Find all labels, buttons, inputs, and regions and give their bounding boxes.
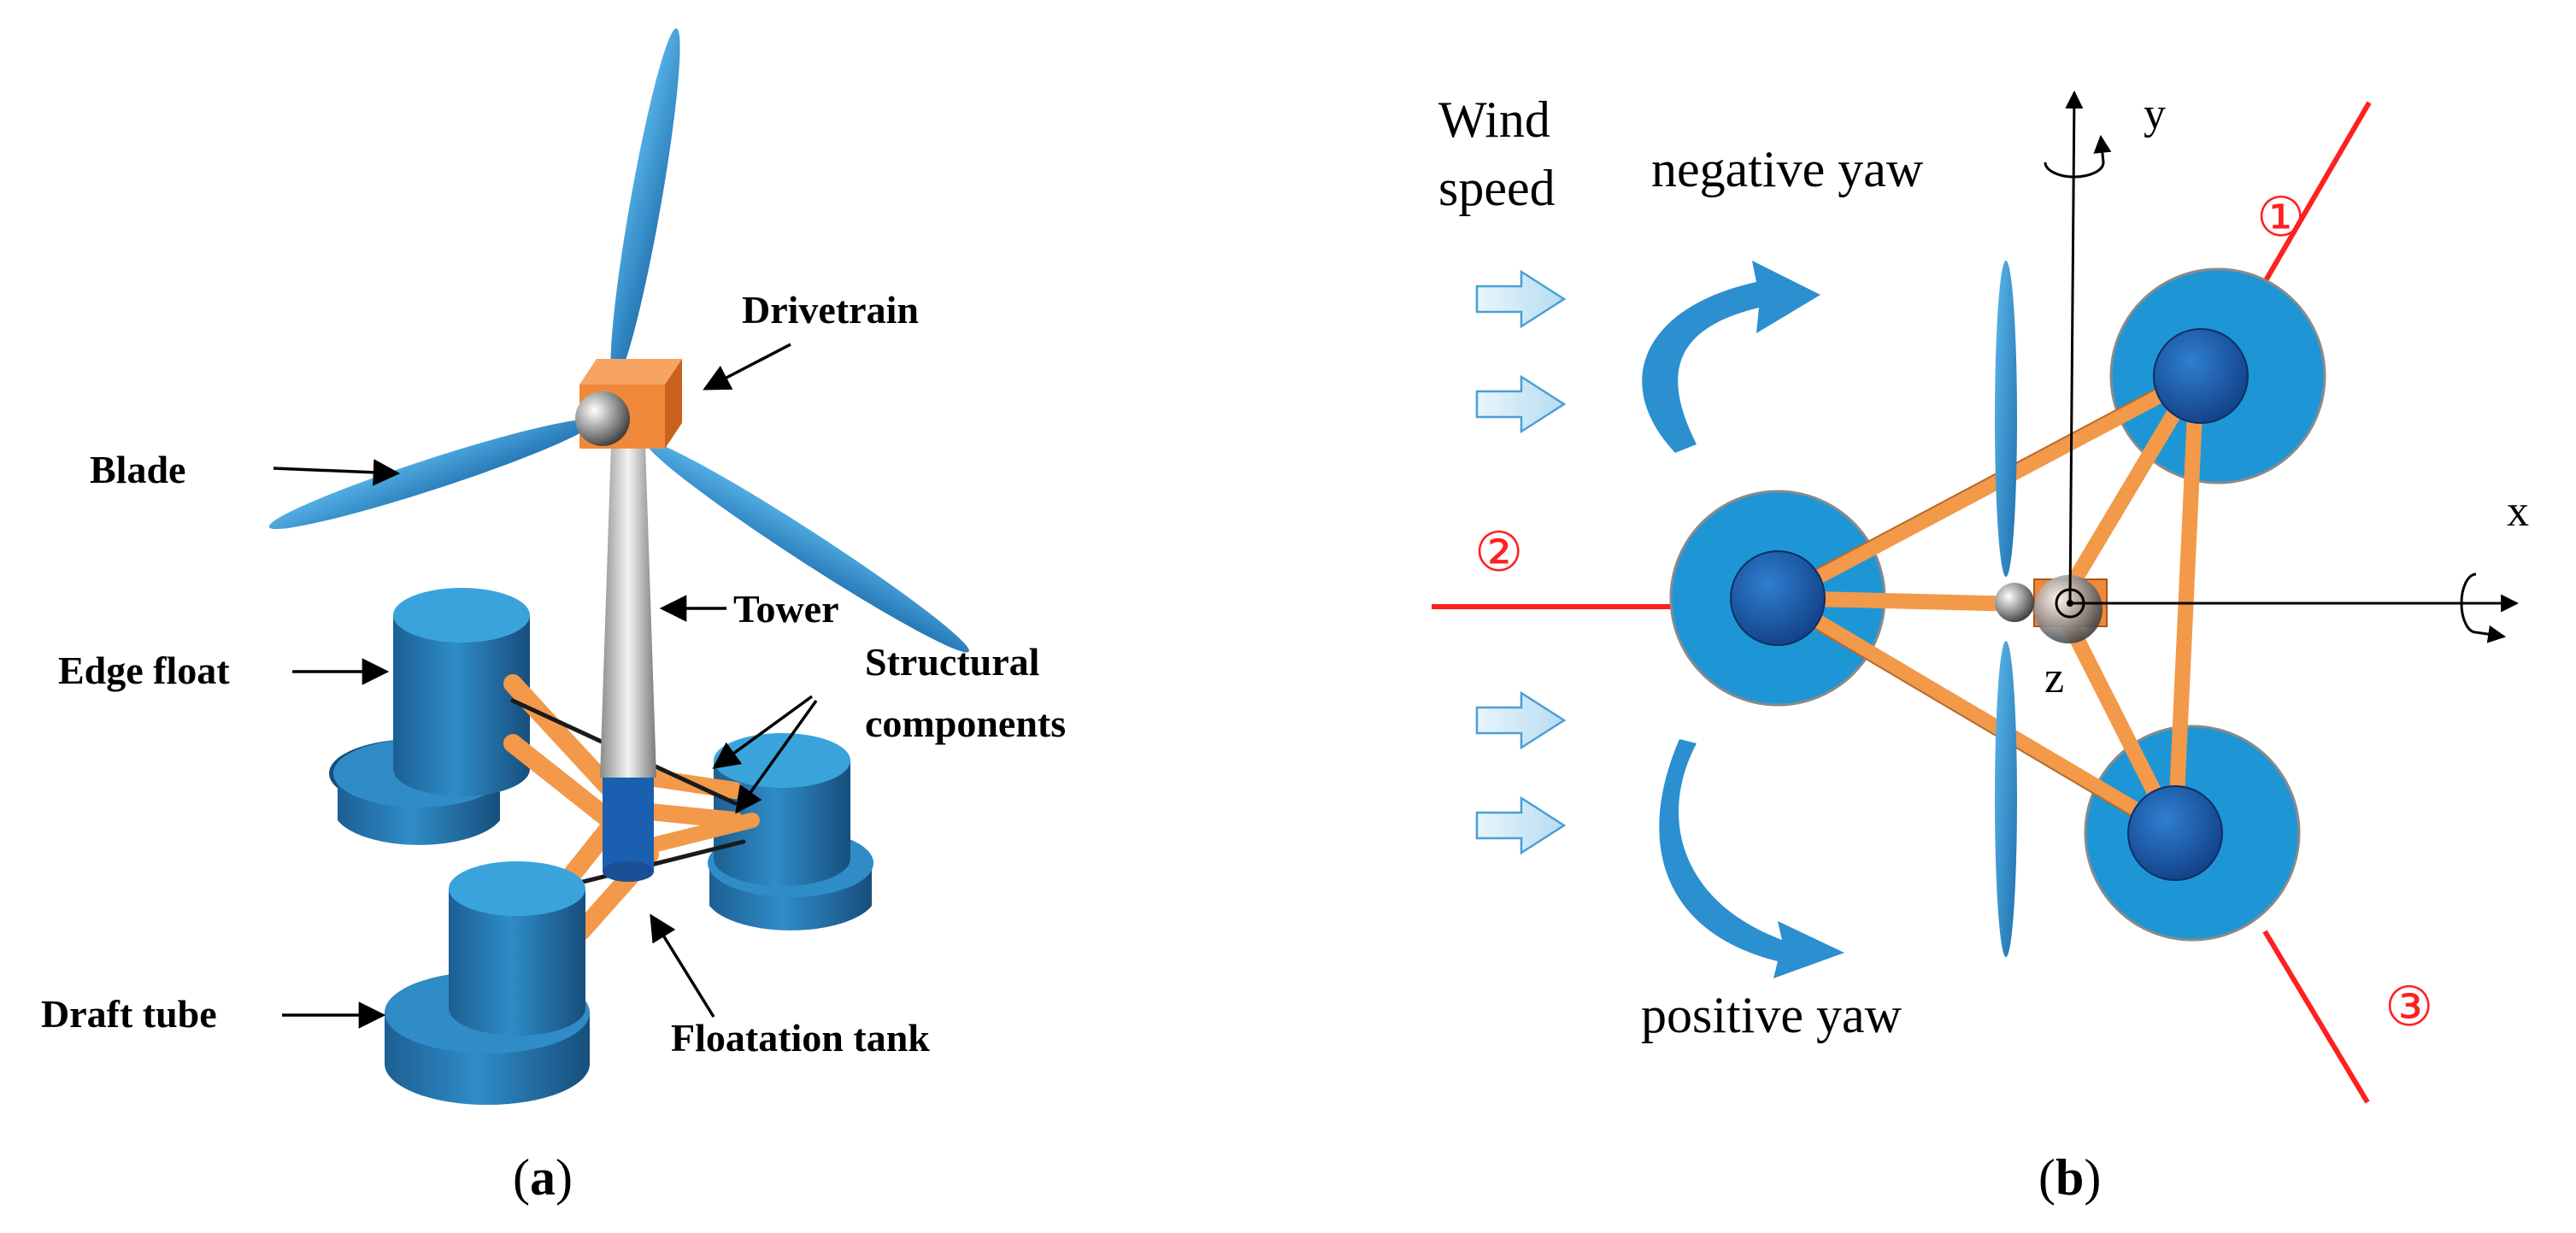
negative-yaw-arrow — [1642, 261, 1820, 453]
blade-left — [268, 419, 595, 530]
label-floatation-tank: Floatation tank — [671, 1016, 930, 1060]
label-draft-tube: Draft tube — [41, 992, 217, 1036]
drivetrain-nacelle — [575, 359, 682, 449]
label-wind-line1: Wind — [1438, 91, 1550, 148]
hub — [575, 391, 630, 446]
mooring-line-3 — [2262, 930, 2370, 1104]
coordinate-axes: x y z — [2044, 90, 2529, 702]
blade-upper — [1995, 261, 2017, 577]
tower-top — [2034, 575, 2103, 643]
wind-arrow-4 — [1475, 796, 1567, 855]
positive-yaw-arrow — [1659, 739, 1844, 978]
floatation-tank — [603, 778, 654, 882]
arrow-blade — [273, 459, 401, 486]
float-inner-3 — [2127, 785, 2223, 881]
arrow-drivetrain — [703, 343, 791, 390]
arrow-floatation-tank — [650, 913, 715, 1018]
arrow-structural-2 — [735, 699, 818, 814]
braces-b-edge — [1777, 367, 2197, 843]
mooring-label-3: ③ — [2385, 976, 2433, 1039]
label-axis-z: z — [2044, 654, 2064, 702]
blade-right — [646, 441, 969, 653]
blade-lower — [1995, 641, 2017, 957]
caption-b: (b) — [2038, 1149, 2101, 1206]
panel-b: x y z Wind speed negative yaw positive y… — [1432, 90, 2529, 1206]
wind-arrow-1 — [1475, 269, 1567, 329]
label-structural-line2: components — [865, 702, 1066, 745]
wind-arrow-2 — [1475, 374, 1567, 434]
label-wind-line2: speed — [1438, 160, 1556, 216]
label-positive-yaw: positive yaw — [1641, 987, 1903, 1043]
caption-a: (a) — [513, 1149, 573, 1206]
edge-float-left — [329, 588, 530, 845]
axis-y-line — [2065, 90, 2084, 604]
arrow-structural-1 — [712, 695, 814, 769]
mooring-line-1 — [2262, 101, 2372, 284]
axis-x-rotation — [2460, 572, 2507, 643]
label-structural-line1: Structural — [865, 640, 1039, 684]
label-drivetrain: Drivetrain — [742, 288, 919, 332]
draft-tube — [385, 861, 590, 1105]
mooring-label-1: ① — [2256, 186, 2305, 250]
wind-arrow-3 — [1475, 690, 1567, 750]
panel-a: Drivetrain Blade Tower Edge float Struct… — [41, 28, 1066, 1206]
blade-top — [610, 28, 680, 382]
tower — [600, 444, 656, 778]
mooring-label-2: ② — [1474, 521, 1523, 584]
rotor-blades — [268, 28, 969, 653]
label-blade: Blade — [90, 448, 185, 491]
hub-top — [1995, 583, 2034, 622]
label-axis-y: y — [2144, 90, 2166, 138]
float-inner-1 — [2153, 328, 2249, 424]
label-edge-float: Edge float — [58, 649, 230, 692]
mooring-lines — [1432, 101, 2372, 1104]
label-tower: Tower — [733, 587, 839, 631]
wind-arrows — [1475, 269, 1567, 855]
float-inner-2 — [1730, 550, 1826, 646]
label-negative-yaw: negative yaw — [1651, 141, 1924, 197]
axis-y-rotation — [2044, 134, 2112, 179]
label-axis-x: x — [2507, 487, 2529, 536]
yaw-arrows — [1642, 261, 1844, 978]
